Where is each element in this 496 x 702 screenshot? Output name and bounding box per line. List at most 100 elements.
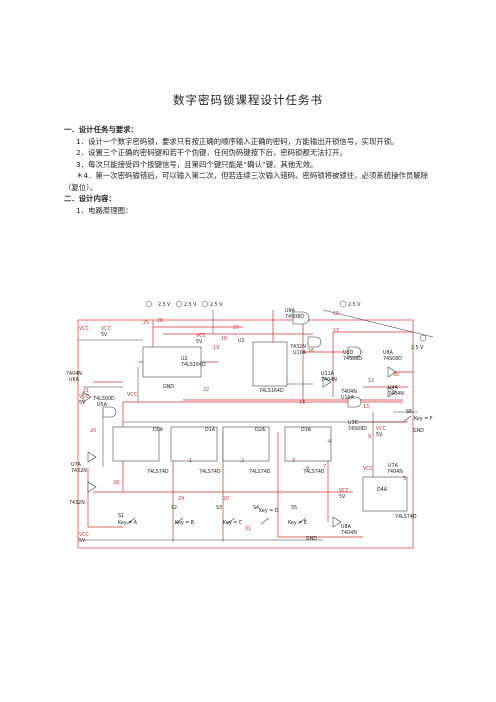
label-key-d: Key = D	[259, 508, 279, 514]
label-gnd-b: GND	[306, 536, 317, 542]
label-v25-a: 2.5 V	[158, 302, 171, 308]
label-ls74-e: 74LS74D	[395, 514, 417, 520]
black-wires	[78, 309, 433, 541]
label-v25-e: 2.5 V	[411, 345, 424, 351]
label-ls74-c: 74LS74D	[249, 469, 271, 475]
net-5: 5	[403, 476, 406, 482]
label-v5-b: 5V	[196, 339, 203, 345]
section-heading-requirements: 一．设计任务与要求：	[64, 125, 138, 134]
net-18: 18	[221, 336, 227, 342]
label-s5: S5	[291, 505, 297, 511]
net-12: 12	[368, 378, 374, 384]
label-u3c: U3C	[348, 420, 359, 426]
label-n04-d: 7404N	[66, 371, 82, 377]
label-u8: U8A	[383, 350, 394, 356]
label-ls08-b: 74S08D	[343, 356, 362, 362]
label-ls74-d: 74LS74D	[303, 469, 325, 475]
label-v25-b: 2.5 V	[184, 302, 197, 308]
label-s4: S4	[253, 505, 259, 511]
label-d1: D1A	[205, 427, 216, 433]
label-vcc-c: VCC	[196, 333, 207, 339]
label-v5-a: 5V	[101, 332, 108, 338]
circuit-schematic: 2.5 V 2.5 V 2.5 V 2.5 V 2.5 V U9A 74S08D…	[66, 300, 433, 549]
requirement-2: 2．设置三个正确的密码键和若干个伪键，任何伪码键按下后，密码锁都无法打开。	[76, 148, 347, 157]
label-s2: S2	[171, 505, 177, 511]
label-vcc-h: VCC	[339, 488, 350, 494]
label-u2: U2	[181, 356, 188, 362]
label-vcc-e: VCC	[127, 392, 138, 398]
net-22: 22	[203, 387, 209, 393]
label-n32-b: 7432N	[71, 468, 87, 474]
label-key-a: Key = A	[118, 520, 138, 526]
label-n32-c: 7432N	[69, 500, 85, 506]
label-d3: D3A	[301, 427, 312, 433]
net-25: 25	[143, 320, 149, 326]
net-29: 29	[178, 496, 184, 502]
label-vcc-d: VCC	[79, 394, 90, 400]
net-13: 13	[363, 404, 369, 410]
label-gnd-c: GND	[413, 428, 424, 434]
net-1: 1	[189, 458, 192, 464]
label-u5-chip: 74LS00D	[93, 396, 115, 402]
label-ls08-a: 74S08D	[285, 314, 304, 320]
label-ls08-c: 74S08D	[383, 356, 402, 362]
label-u12: U12A	[341, 395, 355, 401]
label-ls164-a: 74LS164D	[181, 362, 206, 368]
net-2: 2	[241, 458, 244, 464]
requirements-section: 一．设计任务与要求： 1．设计一个数字密码锁，要求只有按正确的顺序输入正确的密码…	[64, 124, 436, 216]
net-15: 15	[333, 311, 339, 317]
switches	[126, 415, 412, 525]
label-ls08-d: 74S08D	[348, 426, 367, 432]
net-7: 7	[323, 464, 326, 470]
label-v5-f: 5V	[339, 494, 346, 500]
label-vcc-g: VCC	[363, 466, 374, 472]
net-20-b: 20	[223, 496, 229, 502]
label-d2: D2A	[255, 427, 266, 433]
section-heading-content: 二．设计内容：	[64, 194, 116, 203]
label-n04-f: 7404N	[341, 530, 357, 536]
net-19: 19	[213, 345, 219, 351]
label-n04-a: 7404N	[321, 377, 337, 383]
requirement-3: 3．每次只能接受四个按键信号，且第四个键只能是“确认”键，其他无效。	[76, 159, 318, 169]
label-ls74-a: 74LS74D	[147, 469, 169, 475]
label-vcc-i: VCC	[79, 532, 90, 538]
net-20: 20	[90, 428, 96, 434]
net-28: 28	[113, 480, 119, 486]
net-9: 9	[368, 434, 371, 440]
label-ls164-b: 74LS164D	[259, 388, 284, 394]
requirement-4: ＊4．第一次密码输错后，可以输入第二次，但若连续三次输入错码，密码锁将被锁住，必…	[64, 171, 429, 192]
label-v25-c: 2.5 V	[210, 302, 223, 308]
net-21: 21	[83, 388, 89, 394]
label-u7-left: U7A	[71, 462, 82, 468]
label-ls74-b: 74LS74D	[199, 469, 221, 475]
label-n32-a: 7432N	[290, 344, 306, 350]
label-s6: S6	[406, 409, 412, 415]
label-u3d: U3D	[343, 350, 354, 356]
label-vcc-a: VCC	[101, 326, 112, 332]
net-26: 26	[157, 318, 163, 324]
label-d4: D4A	[377, 487, 388, 493]
label-u10: U10A	[293, 350, 307, 356]
net-27: 27	[233, 325, 239, 331]
label-vcc-b: VCC	[79, 326, 90, 332]
label-v5-e: 5V	[376, 432, 383, 438]
label-key-f: Key = F	[414, 416, 433, 422]
label-key-e: Key = E	[288, 520, 307, 526]
label-u8-bottom: U8A	[341, 524, 352, 530]
document-title: 数字密码锁课程设计任务书	[173, 93, 323, 107]
label-gnd-a: GND	[163, 384, 174, 390]
label-v5-d: 5V	[79, 538, 86, 544]
label-d0: D0A	[153, 427, 164, 433]
label-n04-e: 7404N	[387, 469, 403, 475]
label-v25-d: 2.5 V	[348, 302, 361, 308]
net-3: 3	[292, 458, 295, 464]
label-u9: U9A	[285, 308, 296, 314]
label-vcc-f: VCC	[376, 426, 387, 432]
requirement-1: 1．设计一个数字密码锁，要求只有按正确的顺序输入正确的密码，方能输出开锁信号，实…	[76, 136, 399, 146]
label-n04-b: 7404N	[341, 389, 357, 395]
net-30: 30	[393, 372, 399, 378]
label-u7-right: U7A	[388, 463, 399, 469]
power-symbols	[145, 300, 427, 342]
chip-outlines	[82, 311, 408, 528]
label-u5a: U5A	[97, 402, 108, 408]
